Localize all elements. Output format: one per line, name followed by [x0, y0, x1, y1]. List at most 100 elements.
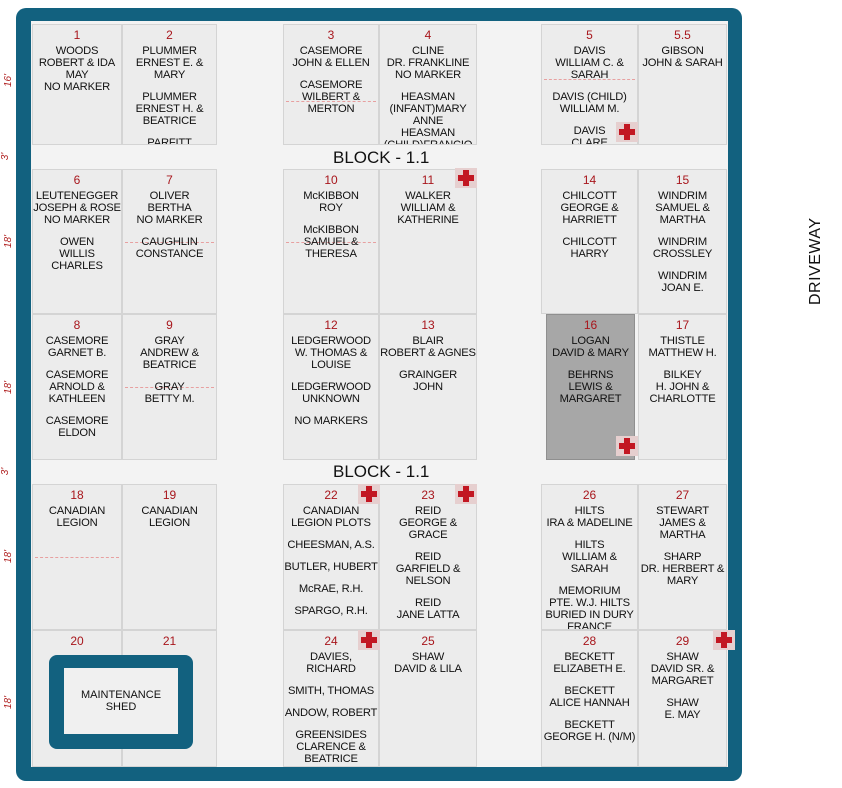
- lot-number: 15: [675, 173, 690, 187]
- burial-entry: McRAE, R.H.: [298, 583, 364, 595]
- burial-entry: LOGAN DAVID & MARY: [552, 335, 629, 359]
- lot-number: 21: [162, 634, 177, 648]
- lot-number: 2: [166, 28, 173, 42]
- lot-entries: SHAW DAVID SR. & MARGARET SHAW E. MAY: [639, 651, 726, 731]
- lot-entries: WINDRIM SAMUEL & MARTHA WINDRIM CROSSLEY W…: [639, 190, 726, 304]
- burial-entry: MEMORIUM PTE. W.J. HILTS BURIED IN DURY …: [545, 585, 634, 630]
- lot-number: 13: [421, 318, 435, 332]
- lot-divider: [35, 557, 119, 558]
- burial-entry: WOODS ROBERT & IDA MAY NO MARKER: [38, 45, 116, 93]
- lot-number: 12: [324, 318, 338, 332]
- side-dimension: 18': [3, 549, 15, 564]
- burial-entry: DAVIS WILLIAM C. & SARAH: [555, 45, 624, 81]
- lot-number: 25: [421, 634, 435, 648]
- burial-entry: WINDRIM SAMUEL & MARTHA: [655, 190, 710, 226]
- burial-entry: SHAW E. MAY: [664, 697, 701, 721]
- burial-entry: BECKETT GEORGE H. (N/M): [543, 719, 636, 743]
- lot-number: 3: [327, 28, 335, 42]
- burial-entry: HEASMAN (INFANT)MARY ANNE HEASMAN (CHILD…: [383, 91, 473, 145]
- maintenance-shed[interactable]: MAINTENANCE SHED: [64, 668, 178, 734]
- lot-number: 26: [582, 488, 597, 502]
- lot-number: 27: [675, 488, 690, 502]
- lot-divider: [544, 79, 635, 80]
- side-dimension: 18': [3, 380, 15, 395]
- burial-entry: PLUMMER ERNEST E. & MARY: [135, 45, 204, 81]
- lot-number: 22: [324, 488, 338, 502]
- burial-entry: WINDRIM JOAN E.: [658, 270, 707, 294]
- burial-entry: CANADIAN LEGION: [141, 505, 198, 529]
- lot-entries: BECKETT ELIZABETH E.BECKETT ALICE HANNAH…: [542, 651, 637, 753]
- lot-divider: [286, 101, 376, 102]
- burial-entry: LEDGERWOOD UNKNOWN: [291, 381, 371, 405]
- burial-entry: LEDGERWOOD W. THOMAS & LOUISE: [291, 335, 371, 371]
- lot-number: 20: [70, 634, 84, 648]
- lot-entries: WOODS ROBERT & IDA MAY NO MARKER: [33, 45, 121, 103]
- burial-entry: DAVIES, RICHARD: [306, 651, 356, 675]
- lot-entries: THISTLE MATTHEW H.BILKEY H. JOHN & CHARL…: [639, 335, 726, 415]
- burial-entry: CHEESMAN, A.S.: [287, 539, 375, 551]
- burial-entry: SHAW DAVID & LILA: [394, 651, 462, 675]
- burial-entry: WINDRIM CROSSLEY: [652, 236, 713, 260]
- lot-divider: [286, 242, 376, 243]
- burial-entry: WALKER WILLIAM & KATHERINE: [397, 190, 459, 226]
- burial-entry: CASEMORE GARNET B.: [45, 335, 109, 359]
- side-dimension: 3': [0, 152, 12, 161]
- lot-number: 10: [324, 173, 338, 187]
- lot-number: 4: [424, 28, 432, 42]
- lot-number: 9: [166, 318, 173, 332]
- red-cross-icon: [358, 484, 380, 504]
- lot-number: 16: [583, 318, 598, 332]
- lot-number: 7: [166, 173, 173, 187]
- lot-number: 28: [582, 634, 597, 648]
- lot-entries: WALKER WILLIAM & KATHERINE: [380, 190, 476, 236]
- burial-entry: ANDOW, ROBERT: [284, 707, 378, 719]
- lot-number: 6: [73, 173, 81, 187]
- burial-entry: CHILCOTT HARRY: [562, 236, 617, 260]
- lot-number: 5: [586, 28, 593, 42]
- lot-entries: CASEMORE GARNET B.CASEMORE ARNOLD & KATH…: [33, 335, 121, 449]
- side-dimension: 18': [3, 234, 15, 249]
- burial-entry: OWEN WILLIS CHARLES: [51, 236, 103, 272]
- side-dimension: 18': [3, 695, 15, 710]
- lot-number: 19: [162, 488, 177, 502]
- burial-entry: REID JANE LATTA: [396, 597, 460, 621]
- lot-entries: LEDGERWOOD W. THOMAS & LOUISE LEDGERWOOD …: [284, 335, 378, 437]
- burial-entry: SHAW DAVID SR. & MARGARET: [650, 651, 715, 687]
- burial-entry: SPARGO, R.H.: [294, 605, 368, 617]
- burial-entry: McKIBBON SAMUEL & THERESA: [303, 224, 359, 260]
- block-label-upper: BLOCK - 1.1: [333, 148, 430, 167]
- burial-entry: CANADIAN LEGION PLOTS: [291, 505, 371, 529]
